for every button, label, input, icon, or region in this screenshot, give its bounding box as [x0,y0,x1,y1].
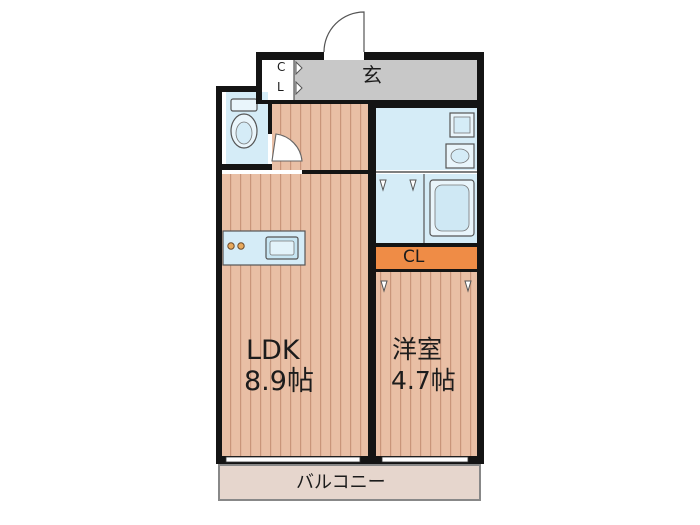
closet-door-markers [295,60,472,293]
bathtub-icon [429,179,475,237]
entrance-floor [294,60,477,100]
entry-closet-label-c: C [277,60,286,74]
balcony-floor [218,464,481,501]
ldk-floor [221,174,372,458]
ldk-size: 8.9帖 [244,366,314,397]
stove-burner-icon [237,242,245,250]
closet-label: CL [403,247,425,267]
toilet-icon [230,98,258,149]
entry-closet-label-l: L [277,80,284,94]
wash-basin-icon [445,143,475,169]
bedroom-size: 4.7帖 [391,366,456,395]
bedroom-name: 洋室 [392,335,443,364]
entrance-door-swing [323,11,365,53]
windows [225,456,469,463]
balcony-label: バルコニー [296,472,386,493]
ldk-name: LDK [246,335,300,366]
bedroom-floor [376,272,478,458]
washing-machine-icon [449,112,475,138]
stove-burner-icon [227,242,235,250]
toilet-door-swing [271,133,303,162]
entrance-label: 玄 [362,63,382,87]
bedroom-closet [376,247,478,269]
